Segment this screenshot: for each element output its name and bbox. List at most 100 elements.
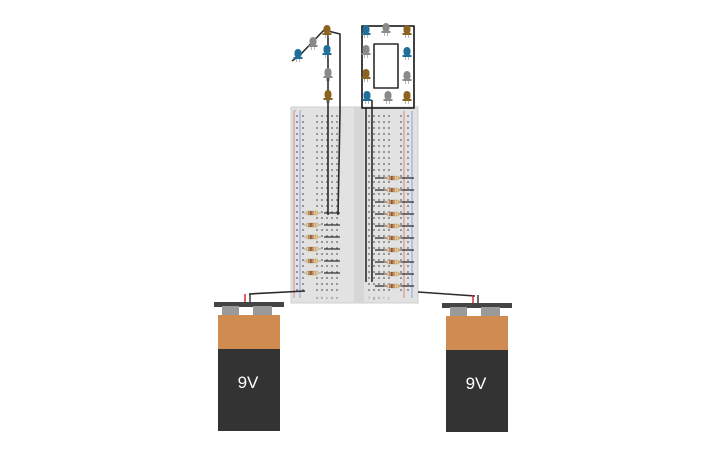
breadboard-hole [378, 289, 380, 291]
breadboard-hole [373, 151, 375, 153]
breadboard-hole [407, 145, 409, 147]
breadboard-hole [383, 223, 385, 225]
breadboard-hole [326, 121, 328, 123]
breadboard-hole [378, 133, 380, 135]
resistor-band [396, 284, 397, 288]
breadboard-hole [296, 163, 298, 165]
breadboard-hole [383, 217, 385, 219]
breadboard-hole [302, 241, 304, 243]
resistor-band [393, 272, 395, 276]
led-body [362, 45, 370, 54]
breadboard-hole [326, 139, 328, 141]
breadboard-hole [407, 247, 409, 249]
resistor-band [393, 248, 395, 252]
breadboard-hole [321, 175, 323, 177]
resistor-band [310, 247, 312, 251]
breadboard-center-channel [354, 107, 364, 303]
breadboard-hole [400, 115, 402, 117]
breadboard-hole [407, 199, 409, 201]
breadboard-hole [378, 157, 380, 159]
breadboard-hole [336, 211, 338, 213]
breadboard-hole [400, 259, 402, 261]
column-letter: d [331, 295, 333, 300]
breadboard-hole [321, 271, 323, 273]
column-letter: c [326, 295, 328, 300]
breadboard-hole [407, 211, 409, 213]
breadboard-hole [331, 199, 333, 201]
breadboard-hole [326, 169, 328, 171]
breadboard-hole [302, 229, 304, 231]
resistor-band [310, 223, 312, 227]
resistors [303, 175, 402, 289]
battery-top [218, 315, 280, 349]
breadboard-hole [400, 139, 402, 141]
breadboard-hole [321, 223, 323, 225]
breadboard-hole [316, 277, 318, 279]
resistor-band [312, 211, 314, 215]
breadboard-hole [388, 121, 390, 123]
breadboard-hole [296, 277, 298, 279]
breadboard-hole [368, 253, 370, 255]
resistor [384, 259, 402, 265]
column-letter: h [378, 295, 380, 300]
resistor-body [305, 210, 319, 216]
breadboard-hole [321, 181, 323, 183]
breadboard-hole [336, 127, 338, 129]
breadboard-hole [407, 229, 409, 231]
breadboard-hole [407, 163, 409, 165]
resistor-body [386, 187, 400, 193]
breadboard-hole [378, 259, 380, 261]
breadboard-hole [388, 133, 390, 135]
breadboard-hole [400, 151, 402, 153]
led-rim [308, 45, 318, 47]
breadboard-hole [407, 181, 409, 183]
breadboard-hole [302, 211, 304, 213]
led-rim [323, 76, 333, 78]
breadboard-hole [383, 163, 385, 165]
breadboard-hole [383, 139, 385, 141]
breadboard-hole [331, 235, 333, 237]
breadboard-hole [321, 259, 323, 261]
breadboard-hole [331, 187, 333, 189]
breadboard-hole [326, 229, 328, 231]
breadboard-hole [400, 163, 402, 165]
breadboard-hole [321, 157, 323, 159]
resistor-band [315, 223, 316, 227]
led-rim [362, 99, 372, 101]
breadboard-hole [326, 199, 328, 201]
breadboard-hole [336, 121, 338, 123]
breadboard-hole [373, 181, 375, 183]
breadboard-hole [302, 133, 304, 135]
resistor-band [389, 212, 391, 216]
breadboard-hole [331, 127, 333, 129]
breadboard-hole [326, 235, 328, 237]
resistor-body [386, 235, 400, 241]
breadboard-hole [326, 283, 328, 285]
breadboard-hole [407, 277, 409, 279]
breadboard-hole [331, 151, 333, 153]
breadboard-hole [388, 139, 390, 141]
breadboard-hole [316, 193, 318, 195]
breadboard-hole [368, 277, 370, 279]
breadboard-hole [407, 157, 409, 159]
breadboard-hole [302, 223, 304, 225]
breadboard-hole [302, 175, 304, 177]
breadboard-hole [383, 265, 385, 267]
breadboard-hole [316, 163, 318, 165]
breadboard-hole [302, 121, 304, 123]
breadboard-hole [400, 175, 402, 177]
resistor-band [310, 211, 312, 215]
breadboard-hole [296, 157, 298, 159]
wire-right-battery [417, 291, 476, 297]
breadboard-hole [368, 217, 370, 219]
breadboard-hole [336, 193, 338, 195]
breadboard-hole [316, 175, 318, 177]
breadboard-hole [331, 271, 333, 273]
breadboard-hole [336, 283, 338, 285]
breadboard-hole [302, 139, 304, 141]
breadboard-hole [383, 115, 385, 117]
column-letter: b [321, 295, 324, 300]
resistor-band [393, 236, 395, 240]
